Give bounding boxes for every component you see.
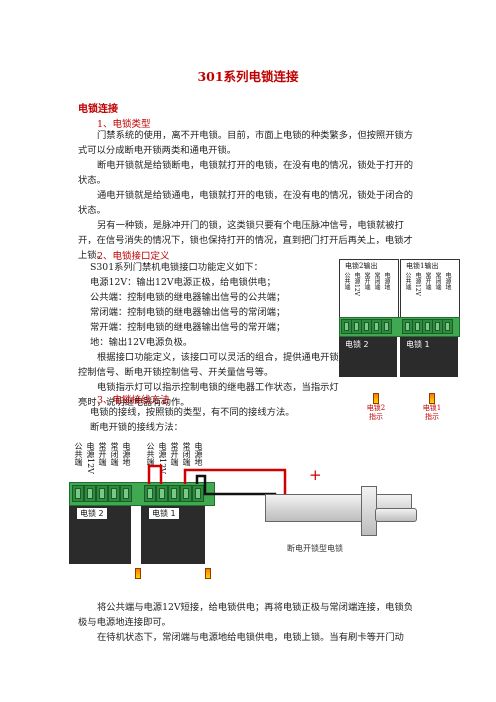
heading-wiring-method: 3、电锁接线方法	[97, 395, 170, 406]
lock-caption: 断电开锁型电锁	[287, 544, 343, 553]
interface-line: 公共端：控制电锁的继电器输出信号的公共端；	[90, 292, 286, 303]
lock2-indicator-label: 电锁2 指示	[366, 404, 386, 421]
term-label: 常开端	[363, 272, 370, 290]
terminal-screw	[144, 485, 156, 502]
terminal-diagram: 电锁2输出 电锁1输出 公共端 电源12V 常开端 常闭端 电源地 公共端 电源…	[339, 259, 460, 377]
term-label: 电源12V	[158, 442, 167, 474]
paragraph-wiring-steps: 将公共端与电源12V短接，给电锁供电；再将电锁正极与常闭端连接，电锁负极与电源地…	[78, 602, 414, 629]
term-label: 常闭端	[182, 442, 191, 466]
terminal-screw	[192, 485, 204, 502]
terminal-screw	[72, 485, 84, 502]
paragraph-wiring-intro: 电锁的接线，按照锁的类型，有不同的接线方法。	[90, 407, 295, 418]
lock1-output-box	[400, 259, 460, 319]
relay-1-label: 电锁 1	[406, 340, 430, 349]
paragraph-power-on-unlock: 通电开锁就是给锁通电，电锁就打开的电锁，在没有电的情况，锁处于闭合的状态。	[78, 190, 414, 217]
heading-lock-types: 1、电锁类型	[97, 119, 151, 130]
lock2-output-title: 电锁2输出	[345, 262, 378, 270]
paragraph-indicator: 电锁指示灯可以指示控制电锁的继电器工作状态，当指示灯亮时，说明继电器有动作。	[78, 382, 339, 409]
term-label: 常开端	[98, 442, 107, 466]
jumper-wire	[147, 464, 163, 484]
relay-1-label: 电锁 1	[149, 508, 179, 519]
lock2-output-box	[339, 259, 399, 319]
interface-line: 地：输出12V电源负极。	[90, 337, 193, 348]
paragraph-lock-types-intro: 门禁系统的使用，离不开电锁。目前，市面上电锁的种类繁多，但按照开锁方式可以分成断…	[78, 130, 414, 157]
lock1-indicator-led	[205, 568, 211, 579]
positive-wire	[183, 468, 287, 496]
terminal-screw	[168, 485, 180, 502]
term-label: 公共端	[343, 272, 350, 290]
term-label: 常闭端	[110, 442, 119, 466]
term-label: 电源地	[383, 272, 390, 290]
paragraph-wiring-power-off: 断电开锁的接线方法：	[90, 422, 183, 433]
terminal-screw	[381, 319, 392, 334]
wiring-diagram: 公共端 电源12V 常开端 常闭端 电源地 公共端 电源12V 常开端 常闭端 …	[65, 436, 435, 586]
paragraph-combination: 根据接口功能定义，该接口可以灵活的组合，提供通电开锁控制信号、断电开锁控制信号、…	[78, 352, 339, 379]
terminal-screw	[84, 485, 96, 502]
term-label: 公共端	[146, 442, 155, 466]
lock1-indicator-label: 电锁1 指示	[422, 404, 442, 421]
section-title: 电锁连接	[78, 104, 118, 115]
term-label: 电源地	[444, 272, 451, 290]
term-label: 公共端	[404, 272, 411, 290]
negative-wire	[195, 474, 277, 522]
interface-line: 电源12V：输出12V电源正极，给电锁供电；	[90, 277, 276, 288]
terminal-screw	[156, 485, 168, 502]
term-label: 常闭端	[373, 272, 380, 290]
lock1-output-title: 电锁1输出	[406, 262, 439, 270]
paragraph-standby: 在待机状态下，常闭端与电源地给电锁供电，电锁上锁。当有刷卡等开门动	[97, 632, 404, 643]
paragraph-power-off-unlock: 断电开锁就是给锁断电，电锁就打开的电锁，在没有电的情况，锁处于打开的状态。	[78, 160, 414, 187]
page-title: 301系列电锁连接	[197, 69, 299, 84]
relay-1	[400, 337, 458, 377]
lock2-indicator-led	[135, 568, 141, 579]
terminal-screw	[442, 319, 453, 334]
terminal-screw	[180, 485, 192, 502]
term-label: 公共端	[74, 442, 83, 466]
paragraph-pulse-lock: 另有一种锁，是脉冲开门的锁，这类锁只要有个电压脉冲信号，电锁就被打开，在信号消失…	[78, 220, 413, 262]
terminal-screw	[120, 485, 132, 502]
relay-2-label: 电锁 2	[77, 508, 107, 519]
electric-lock-bolt	[375, 508, 417, 522]
terminal-screw	[96, 485, 108, 502]
term-label: 电源12V	[86, 442, 95, 474]
relay-2-label: 电锁 2	[345, 340, 369, 349]
plus-sign: +	[309, 466, 322, 484]
interface-line: 常开端：控制电锁的继电器输出信号的常开端；	[90, 322, 286, 333]
term-label: 常开端	[170, 442, 179, 466]
heading-interface-definition: 2、电锁接口定义	[97, 251, 170, 262]
term-label: 电源12V	[414, 272, 421, 296]
term-label: 常开端	[424, 272, 431, 290]
relay-2	[339, 337, 397, 377]
lock2-indicator-led	[373, 393, 379, 404]
term-label: 电源地	[194, 442, 203, 466]
term-label: 常闭端	[434, 272, 441, 290]
lock1-indicator-led	[429, 393, 435, 404]
interface-line: 常闭端：控制电锁的继电器输出信号的常闭端；	[90, 307, 286, 318]
term-label: 电源地	[122, 442, 131, 466]
terminal-screw	[108, 485, 120, 502]
interface-line: S301系列门禁机电锁接口功能定义如下：	[90, 262, 263, 273]
term-label: 电源12V	[353, 272, 360, 296]
